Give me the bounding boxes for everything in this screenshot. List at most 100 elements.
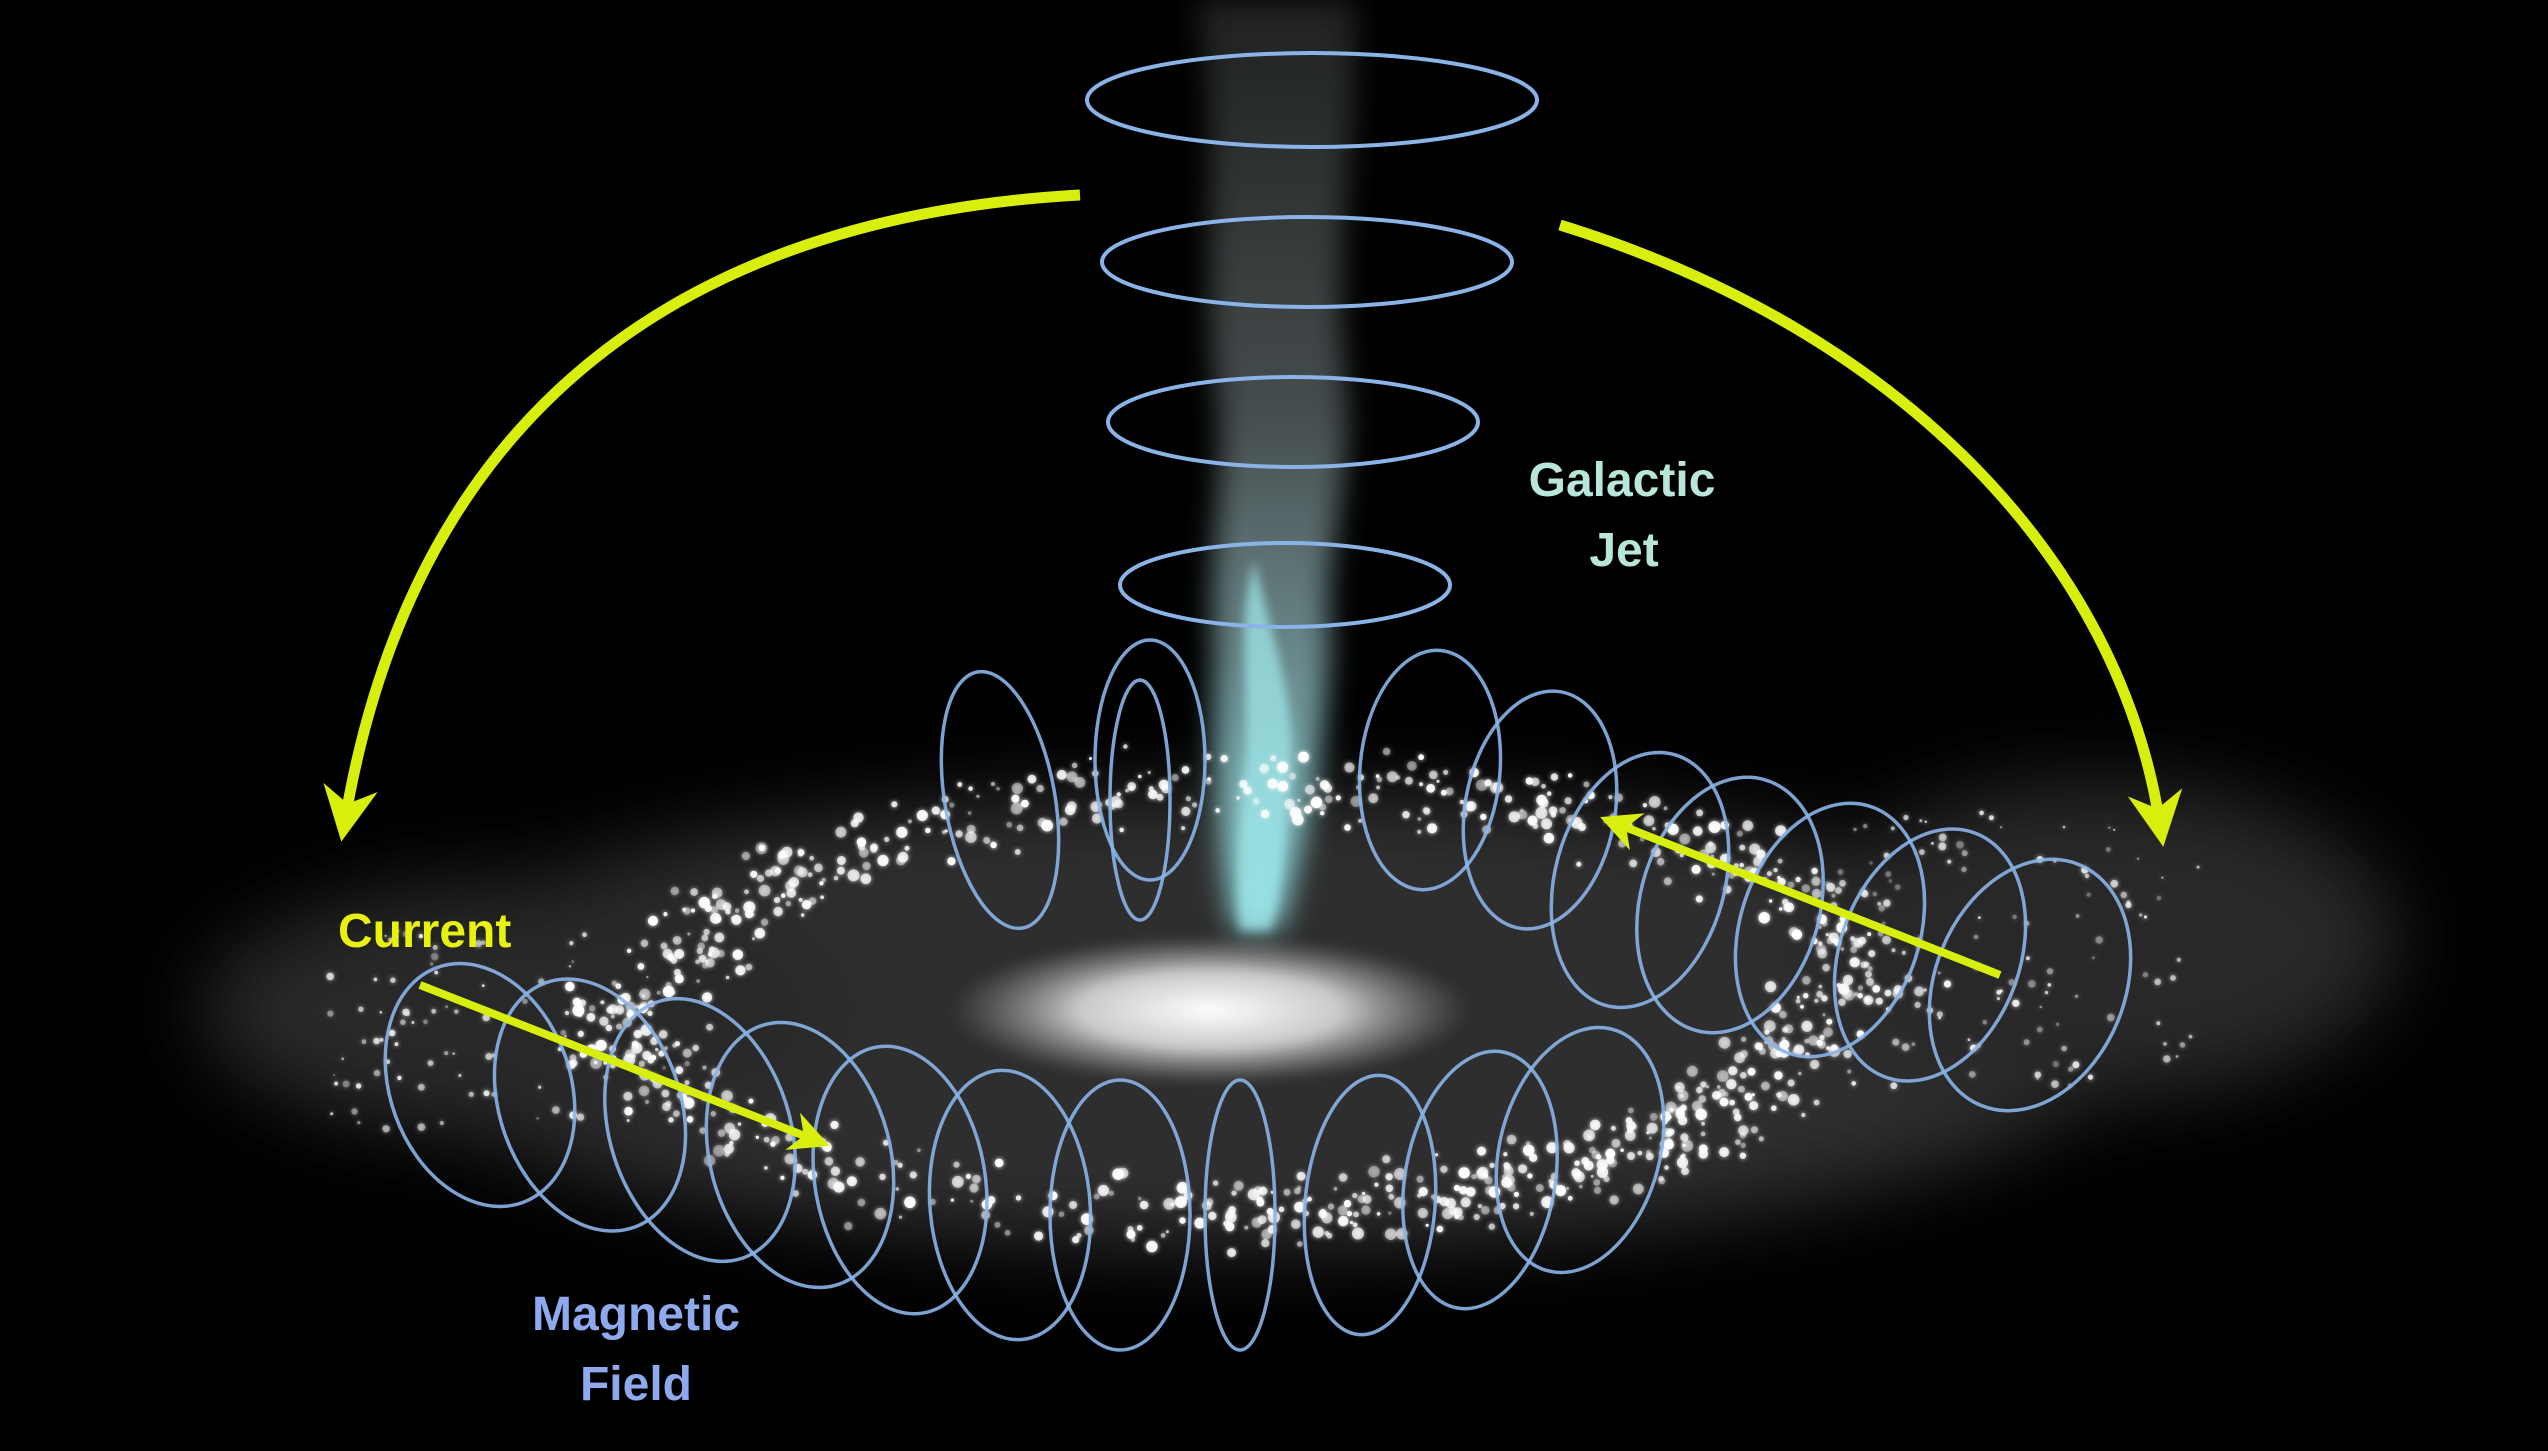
star xyxy=(1794,1046,1799,1051)
star xyxy=(1700,1131,1706,1137)
star xyxy=(722,902,732,912)
star xyxy=(411,1021,415,1024)
star xyxy=(1205,778,1212,785)
star xyxy=(642,994,646,998)
star xyxy=(392,927,400,935)
star xyxy=(1783,903,1792,912)
star xyxy=(430,962,434,966)
star xyxy=(1643,815,1655,827)
star xyxy=(417,1123,426,1131)
right-return-arrow xyxy=(1558,219,2183,847)
star xyxy=(1477,1146,1486,1156)
star xyxy=(1338,1215,1349,1227)
star xyxy=(1961,866,1967,873)
star xyxy=(1826,937,1834,945)
star xyxy=(2008,979,2015,986)
star xyxy=(1882,935,1891,945)
star xyxy=(327,1010,334,1017)
star xyxy=(1146,1240,1158,1253)
star xyxy=(390,977,396,983)
star xyxy=(656,990,661,995)
star xyxy=(1318,1209,1327,1219)
star xyxy=(1257,1215,1267,1224)
star xyxy=(1297,798,1301,802)
star xyxy=(814,863,823,873)
star xyxy=(972,1174,981,1184)
star xyxy=(967,811,972,815)
left-current-arrow xyxy=(418,981,830,1150)
star xyxy=(1344,824,1351,831)
star xyxy=(1027,774,1037,784)
field-loop xyxy=(1494,1025,1666,1275)
star xyxy=(1978,916,1981,919)
star xyxy=(1740,1142,1746,1149)
star xyxy=(1698,1095,1707,1103)
star xyxy=(1513,1191,1519,1197)
star xyxy=(485,1053,493,1060)
star xyxy=(1726,1079,1737,1090)
star xyxy=(1738,1125,1749,1136)
star xyxy=(1696,809,1704,817)
star xyxy=(623,1091,633,1101)
star xyxy=(572,997,581,1006)
star xyxy=(1163,1198,1176,1210)
star xyxy=(1574,1160,1580,1166)
star xyxy=(606,1006,614,1014)
star xyxy=(384,934,387,938)
star xyxy=(2072,1061,2080,1069)
star xyxy=(444,1051,449,1056)
star xyxy=(1404,776,1413,785)
star xyxy=(382,1125,390,1133)
star xyxy=(655,1047,659,1052)
star xyxy=(1860,961,1868,969)
star xyxy=(692,1044,699,1052)
star xyxy=(379,1011,383,1014)
star xyxy=(1259,763,1269,774)
star xyxy=(2084,873,2090,879)
star xyxy=(836,866,845,875)
star xyxy=(1261,1228,1272,1240)
star xyxy=(827,1177,840,1190)
star xyxy=(586,1012,596,1022)
star xyxy=(1312,1226,1324,1238)
star xyxy=(1477,1203,1483,1209)
star xyxy=(1529,1211,1534,1216)
star xyxy=(1555,1185,1567,1197)
star xyxy=(1243,786,1252,795)
star xyxy=(1603,1176,1610,1183)
star xyxy=(1823,1027,1833,1038)
star xyxy=(1294,1201,1305,1213)
star xyxy=(1593,1179,1601,1186)
star xyxy=(1277,781,1289,792)
star xyxy=(760,918,769,926)
star xyxy=(1676,1156,1689,1169)
star xyxy=(1208,1211,1217,1221)
star xyxy=(522,998,528,1004)
star xyxy=(1821,995,1828,1002)
star xyxy=(897,1162,903,1168)
star xyxy=(1346,1210,1353,1217)
star xyxy=(850,819,859,828)
star xyxy=(1076,1232,1082,1238)
star xyxy=(1999,826,2003,829)
star xyxy=(577,1030,584,1037)
star xyxy=(1181,826,1186,831)
star xyxy=(1938,833,1947,842)
star xyxy=(1427,823,1438,834)
star xyxy=(1125,788,1129,793)
star xyxy=(741,851,751,861)
field-loop xyxy=(492,977,688,1233)
star xyxy=(690,888,698,896)
star xyxy=(615,1005,625,1015)
star xyxy=(1395,775,1401,780)
star xyxy=(1089,757,1092,760)
star xyxy=(1072,1236,1080,1244)
star xyxy=(897,851,909,863)
star xyxy=(797,848,804,855)
star xyxy=(1458,1167,1470,1179)
star xyxy=(1518,1164,1528,1174)
star xyxy=(1768,899,1773,903)
star xyxy=(1847,1069,1852,1074)
star xyxy=(1123,744,1128,749)
star xyxy=(1979,810,1984,816)
